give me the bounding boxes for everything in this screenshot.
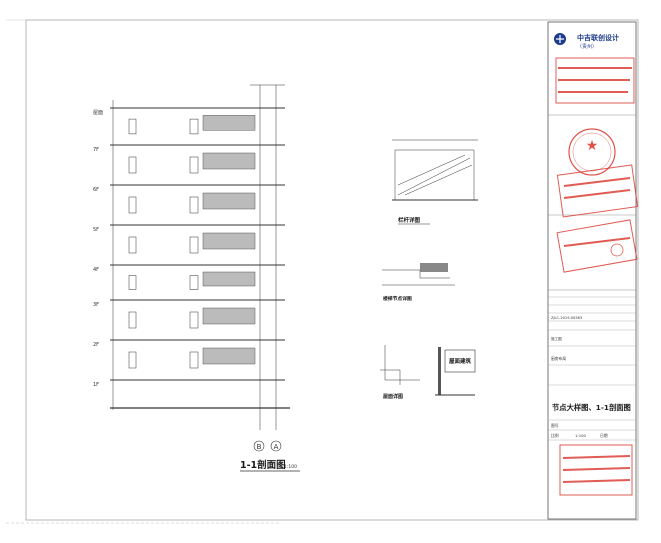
floor-label: 7F	[93, 147, 99, 153]
window	[128, 118, 137, 135]
floor-label-group: 屋面 7F 6F 5F 4F 3F 2F 1F	[93, 110, 103, 388]
reg-number: ZJLC-2019-00563	[551, 316, 582, 320]
window	[128, 156, 137, 174]
title-block: 中吉联创设计 （贵州） ZJLC-2019-00563 施工图 厨房布局 节点大…	[547, 21, 637, 520]
company-logo	[554, 33, 566, 45]
sheet-frame	[25, 19, 639, 521]
stamp-cert	[556, 219, 638, 273]
axis-markers: B A	[253, 440, 282, 452]
drawing-no-label: 图号	[551, 423, 559, 428]
stair-flight	[202, 271, 256, 287]
roof-tag: 屋面建筑	[449, 357, 472, 365]
window	[189, 275, 199, 290]
window	[189, 351, 199, 369]
window	[128, 196, 137, 214]
stair-flight	[202, 347, 256, 365]
detail1-title: 栏杆详图	[398, 216, 421, 224]
window	[128, 236, 137, 254]
section-drawing	[110, 84, 290, 430]
stage-label: 施工图	[551, 336, 562, 341]
company-name: 中吉联创设计	[577, 33, 619, 42]
floor-label: 1F	[93, 382, 99, 388]
detail-railing	[392, 139, 478, 201]
window	[189, 156, 199, 174]
sheet-title: 节点大样图、1-1剖面图	[552, 403, 631, 412]
section-scale: 1:100	[284, 464, 297, 470]
detail-stair-node	[382, 263, 455, 286]
window	[189, 118, 199, 135]
svg-text:★: ★	[586, 138, 599, 154]
stair-flight	[202, 115, 256, 131]
window-group	[128, 118, 199, 369]
floor-label: 5F	[93, 227, 99, 233]
window	[189, 236, 199, 254]
floor-label: 4F	[93, 267, 99, 273]
detail-roof	[380, 345, 475, 396]
stair-flight	[202, 192, 256, 210]
axis-b-label: B	[257, 443, 262, 451]
stamp-rect-1	[555, 57, 635, 104]
floor-label: 3F	[93, 302, 99, 308]
stair-flight	[202, 232, 256, 250]
floor-label: 2F	[93, 342, 99, 348]
window	[128, 311, 137, 329]
stair-flight	[202, 307, 256, 325]
section-title: 1-1剖面图	[240, 459, 286, 471]
axis-a-label: A	[274, 443, 279, 451]
scale-label: 比例	[551, 433, 559, 438]
scale-value: 1:100	[575, 433, 587, 438]
window	[128, 275, 137, 290]
axis-b-circle	[253, 440, 265, 452]
window	[189, 196, 199, 214]
stamp-round-seal: ★	[568, 128, 616, 176]
window	[128, 351, 137, 369]
window	[189, 311, 199, 329]
stair-flight	[202, 152, 256, 170]
axis-a-circle	[270, 440, 282, 452]
floor-label: 屋面	[93, 110, 103, 116]
company-province: （贵州）	[577, 43, 597, 50]
stamp-rect-2	[556, 164, 639, 218]
detail2-title: 楼梯节点详图	[383, 295, 412, 302]
detail3-title: 屋面详图	[383, 393, 403, 400]
date-label: 日期	[600, 433, 608, 438]
project-name: 厨房布局	[551, 356, 566, 361]
floor-label: 6F	[93, 187, 99, 193]
stamp-bottom	[559, 444, 633, 496]
stair-group	[202, 115, 256, 365]
